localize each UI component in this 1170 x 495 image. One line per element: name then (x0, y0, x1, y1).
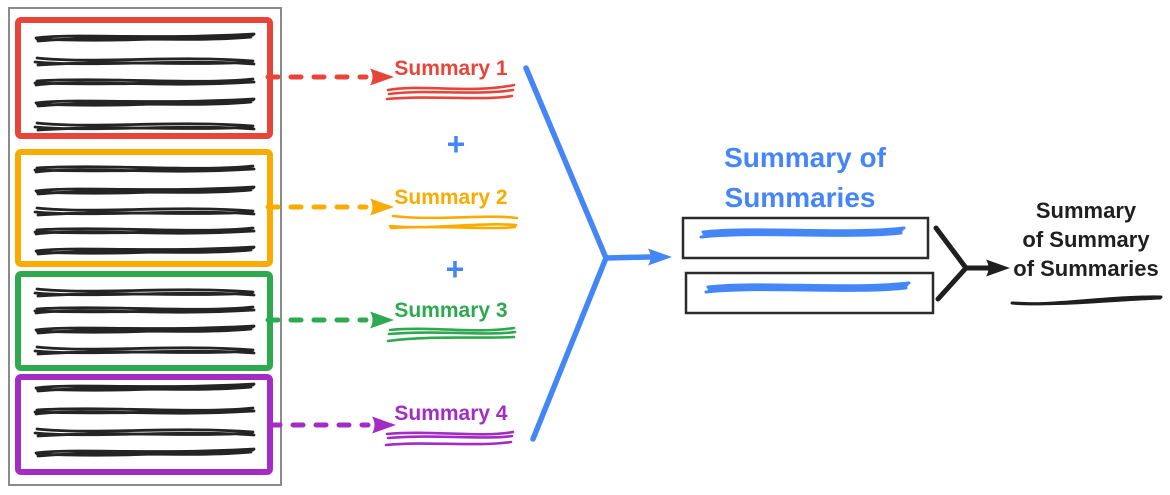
summary-row-3: Summary 3 (265, 299, 517, 343)
summary-2-scribble (388, 214, 519, 230)
merge-arrow-shaft (603, 254, 652, 261)
final-summary-line2: of Summary (1022, 227, 1150, 252)
aggregate-title-line1: Summary of (724, 142, 886, 173)
summary-4-label: Summary 4 (394, 402, 508, 425)
summary-column: Summary 1 + Summary 2 + Summary 3 Summar… (265, 57, 519, 447)
summary-3-label: Summary 3 (394, 299, 507, 322)
aggregate-box-2 (684, 271, 935, 315)
aggregate-title-line2: Summaries (725, 182, 876, 213)
final-summary-line3: of Summaries (1013, 256, 1159, 281)
summary-1-label: Summary 1 (394, 57, 508, 80)
summary-row-1: Summary 1 (265, 57, 516, 101)
aggregate-box-1-scribble (699, 226, 906, 239)
merge-arrow-blue (523, 65, 672, 442)
summary-4-scribble (384, 430, 515, 447)
summary-of-summaries-group: Summary of Summaries (681, 142, 935, 315)
summary-3-scribble (386, 326, 517, 343)
final-arrowhead (986, 259, 1010, 277)
merge-converge-lines (523, 65, 609, 442)
plus-sign-2: + (446, 251, 465, 287)
final-summary-underline-scribble (1010, 295, 1163, 306)
document-stack (8, 7, 282, 486)
aggregate-box-2-scribble (704, 281, 911, 294)
doc4-arrowhead (372, 416, 396, 434)
doc1-arrowhead (370, 68, 394, 86)
final-merge-group: Summary of Summary of Summaries (933, 198, 1163, 306)
merge-arrowhead (648, 248, 672, 266)
summary-row-4: Summary 4 (267, 402, 515, 447)
final-summary-line1: Summary (1036, 198, 1137, 223)
final-converge-bracket (933, 225, 969, 302)
summary-2-label: Summary 2 (394, 186, 507, 209)
plus-sign-1: + (447, 126, 466, 162)
summary-1-scribble (385, 83, 516, 101)
doc2-arrowhead (370, 198, 394, 216)
doc3-arrowhead (370, 311, 394, 329)
aggregate-box-1 (681, 216, 930, 260)
summary-row-2: Summary 2 (265, 186, 519, 230)
